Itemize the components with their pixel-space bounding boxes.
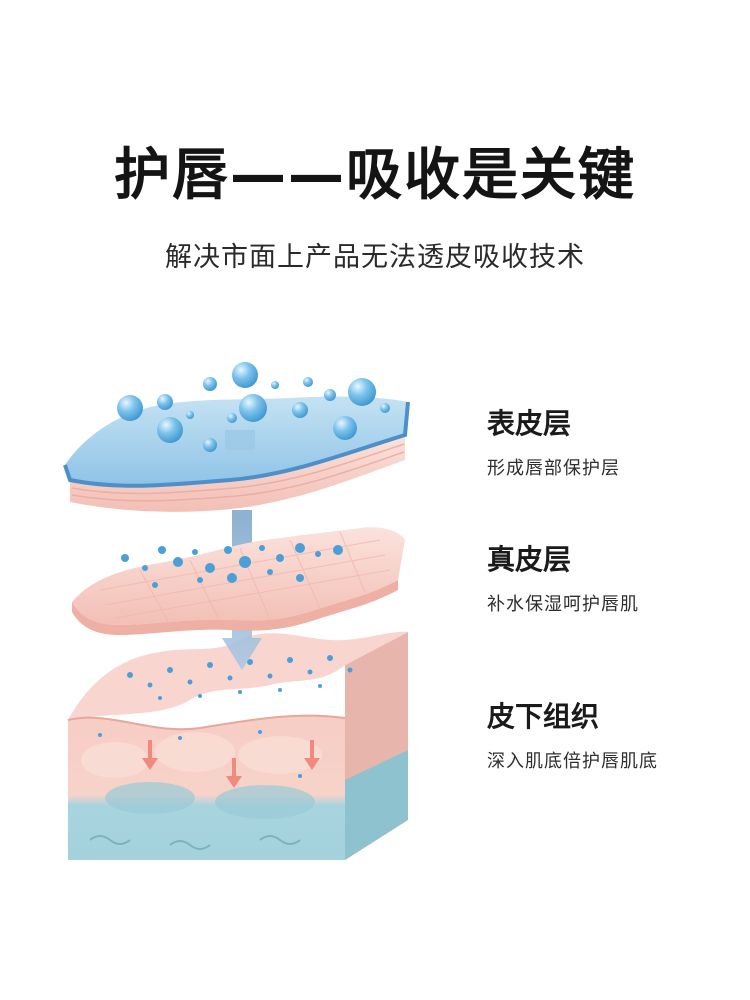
subcutaneous-layer-graphic <box>67 631 408 860</box>
dermis-title: 真皮层 <box>487 543 572 576</box>
subcutaneous-description: 深入肌底倍护唇肌底 <box>487 751 658 772</box>
dermis-layer-graphic <box>72 527 405 635</box>
epidermis-description: 形成唇部保护层 <box>487 458 620 479</box>
label-epidermis: 表皮层 形成唇部保护层 <box>487 410 620 478</box>
page-subtitle: 解决市面上产品无法透皮吸收技术 <box>165 242 585 273</box>
subcutaneous-title: 皮下组织 <box>487 700 600 733</box>
epidermis-title: 表皮层 <box>487 407 572 440</box>
epidermis-layer-graphic <box>63 362 410 512</box>
dermis-description: 补水保湿呵护唇肌 <box>487 594 639 615</box>
moisture-bubbles <box>117 362 390 452</box>
label-dermis: 真皮层 补水保湿呵护唇肌 <box>487 546 639 614</box>
label-subcutaneous: 皮下组织 深入肌底倍护唇肌底 <box>487 703 658 771</box>
skin-layers-illustration <box>63 362 410 860</box>
page-title: 护唇——吸收是关键 <box>114 143 636 208</box>
